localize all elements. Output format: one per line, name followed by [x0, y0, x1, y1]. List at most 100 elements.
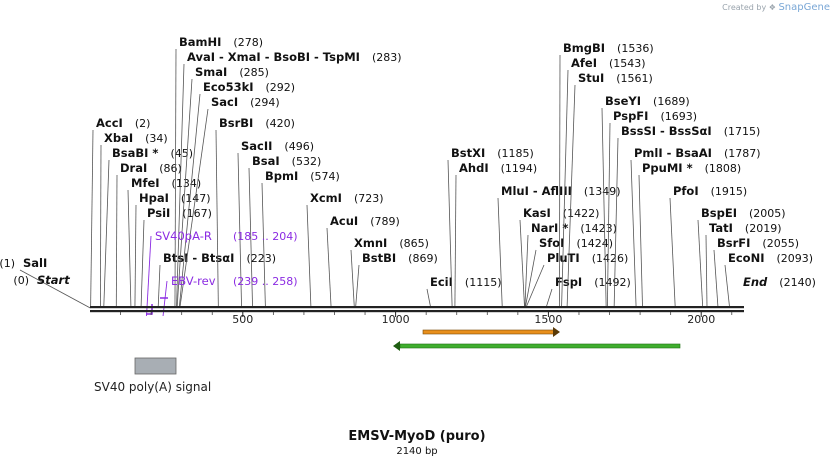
site-name-xmni: XmnI	[354, 236, 387, 250]
site-connector-bseyi	[601, 107, 607, 309]
site-name-bmgbi: BmgBI	[563, 41, 605, 55]
site-position-bsai: (532)	[292, 155, 322, 168]
site-connector-ppumi	[638, 174, 643, 309]
site-position-smai: (285)	[239, 66, 269, 79]
primer-range-sv40pa-r: (185 .. 204)	[233, 230, 298, 243]
site-name-kasi: KasI	[523, 206, 551, 220]
site-position-btsi-bts-i: (223)	[246, 252, 276, 265]
site-name-nari: NarI *	[531, 221, 568, 235]
site-name-drai: DraI	[120, 161, 147, 175]
site-name-bsai: BsaI	[252, 154, 280, 168]
site-connector-ecii	[426, 288, 432, 309]
site-name-saci: SacI	[211, 95, 238, 109]
site-position-avai-xmai-bsobi-tspmi: (283)	[372, 51, 402, 64]
site-position-bstxi: (1185)	[497, 147, 534, 160]
site-name-mfei: MfeI	[131, 176, 160, 190]
site-name-bsabi: BsaBI *	[112, 146, 158, 160]
site-connector-hpai	[134, 204, 137, 309]
site-connector-bsssi-bsss-i	[613, 137, 619, 309]
site-connector-psii	[140, 219, 145, 309]
site-name-ahdi: AhdI	[459, 161, 489, 175]
ruler-label-1000: 1000	[382, 313, 410, 326]
site-name-btsi-bts-i: BtsI - BtsαI	[163, 251, 234, 265]
site-connector-sfoi	[524, 249, 537, 309]
ruler-label-500: 500	[232, 313, 253, 326]
snapgene-watermark: Created by ❖ SnapGene	[722, 2, 830, 13]
site-position-sacii: (496)	[284, 140, 314, 153]
site-name-sfoi: SfoI	[539, 236, 564, 250]
site-connector-ahdi	[454, 174, 457, 309]
site-name-sacii: SacII	[241, 139, 272, 153]
site-position-ahdi: (1194)	[501, 162, 538, 175]
site-name-acci: AccI	[96, 116, 123, 130]
site-connector-nari	[524, 234, 529, 309]
site-position-bseyi: (1689)	[653, 95, 690, 108]
site-connector-smai	[176, 78, 193, 309]
site-connector-avai-xmai-bsobi-tspmi	[176, 63, 185, 309]
site-connector-bpmi	[261, 182, 266, 309]
orf-reverse-bar	[399, 343, 681, 349]
site-name-tati: TatI	[709, 221, 733, 235]
site-position-acci: (2)	[135, 117, 151, 130]
site-name-smai: SmaI	[195, 65, 227, 79]
site-position-sfoi: (1424)	[576, 237, 613, 250]
site-name-bamhi: BamHI	[179, 35, 221, 49]
site-position-fspi: (1492)	[594, 276, 631, 289]
site-position-bspei: (2005)	[749, 207, 786, 220]
site-connector-xmni	[350, 249, 355, 309]
site-name-pspfi: PspFI	[613, 109, 648, 123]
site-connector-bamhi	[174, 48, 177, 309]
plasmid-title: EMSV-MyoD (puro)	[348, 429, 486, 444]
site-name-end: End	[743, 275, 768, 289]
site-name-bstxi: BstXI	[451, 146, 485, 160]
site-connector-mlui-afliii	[497, 197, 503, 309]
orf-forward-bar	[422, 329, 555, 335]
plasmid-length: 2140 bp	[396, 446, 438, 457]
feature-label-sv40-polya: SV40 poly(A) signal	[94, 380, 212, 394]
primer-connector-sv40pa-r	[146, 235, 152, 317]
site-connector-tati	[705, 234, 708, 309]
site-position-saci: (294)	[250, 96, 280, 109]
site-connector-econi	[724, 264, 731, 309]
site-connector-eco53ki	[178, 93, 201, 309]
site-name-bsssi-bsss-i: BssSI - BssSαI	[621, 124, 712, 138]
site-position-bpmi: (574)	[310, 170, 340, 183]
site-connector-acui	[326, 227, 332, 309]
site-connector-drai	[115, 174, 118, 309]
site-position-ecii: (1115)	[465, 276, 502, 289]
site-name-sali: SalI	[23, 256, 47, 270]
site-name-pmli-bsaai: PmlI - BsaAI	[634, 146, 712, 160]
site-name-econi: EcoNI	[728, 251, 764, 265]
site-connector-mfei	[127, 189, 132, 309]
site-connector-xcmi	[306, 204, 312, 309]
site-name-pfoi: PfoI	[673, 184, 699, 198]
site-name-bseyi: BseYI	[605, 94, 641, 108]
site-position-acui: (789)	[370, 215, 400, 228]
site-position-mlui-afliii: (1349)	[584, 185, 621, 198]
site-name-ppumi: PpuMI *	[642, 161, 693, 175]
primer-range-ebv-rev: (239 .. 258)	[233, 275, 298, 288]
ruler-label-1500: 1500	[534, 313, 562, 326]
site-position-bsrfi: (2055)	[762, 237, 799, 250]
site-connector-saci	[179, 108, 209, 309]
site-name-bspei: BspEI	[701, 206, 737, 220]
site-position-pspfi: (1693)	[660, 110, 697, 123]
site-connector-bsai	[248, 167, 253, 309]
watermark-prefix: Created by	[722, 3, 767, 12]
site-connector-stui	[566, 84, 576, 309]
site-connector-sali	[19, 269, 91, 309]
site-position-end: (2140)	[779, 276, 816, 289]
feature-sv40-polya	[134, 357, 177, 375]
site-connector-bspei	[697, 219, 704, 309]
site-connector-pfoi	[669, 197, 676, 309]
site-name-pluti: PluTI	[547, 251, 580, 265]
site-connector-bsrbi	[215, 129, 219, 309]
site-position-xcmi: (723)	[354, 192, 384, 205]
site-connector-bmgbi	[559, 54, 561, 309]
ruler-label-2000: 2000	[687, 313, 715, 326]
site-connector-xbai	[99, 144, 102, 309]
site-position-ppumi: (1808)	[705, 162, 742, 175]
site-position-mfei: (134)	[172, 177, 202, 190]
site-position-xbai: (34)	[145, 132, 168, 145]
site-connector-btsi-bts-i	[157, 264, 161, 309]
